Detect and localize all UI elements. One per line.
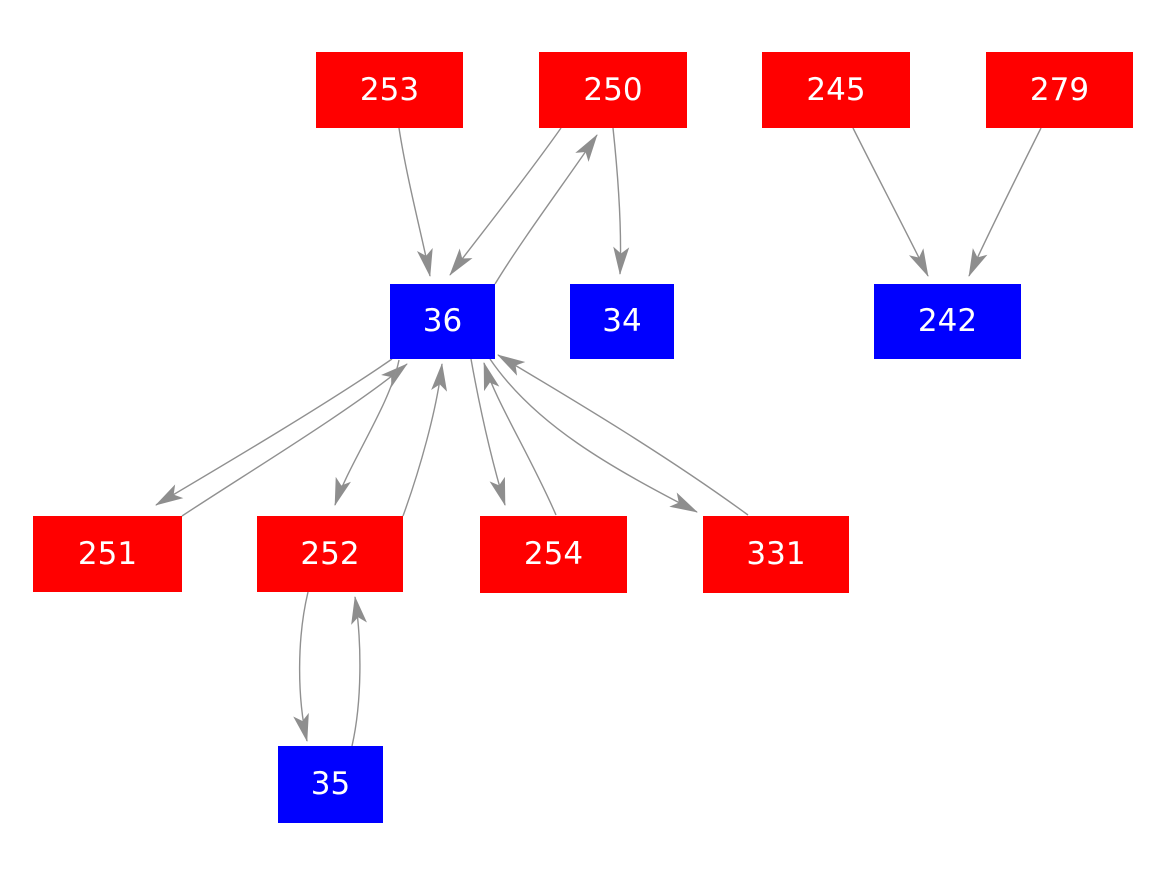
node-245: 245	[762, 52, 910, 128]
edge-253-36	[398, 127, 433, 277]
node-label: 36	[422, 303, 463, 339]
edge-252-35	[293, 591, 309, 742]
edge-279-242	[968, 127, 1042, 277]
edge-36-254	[470, 358, 506, 506]
edge-36-251	[155, 358, 393, 506]
node-label: 242	[917, 303, 978, 339]
node-label: 254	[523, 536, 584, 572]
node-34: 34	[570, 284, 674, 359]
node-label: 279	[1029, 71, 1090, 108]
edge-251-36	[181, 363, 408, 517]
node-label: 252	[300, 535, 360, 572]
node-35: 35	[278, 746, 383, 823]
node-251: 251	[33, 516, 182, 592]
node-250: 250	[539, 52, 687, 128]
edge-36-252	[334, 359, 400, 506]
node-254: 254	[480, 516, 627, 593]
edge-252-36	[402, 363, 448, 517]
node-label: 331	[746, 536, 806, 572]
node-36: 36	[390, 284, 495, 359]
edge-36-331	[489, 358, 698, 513]
node-279: 279	[986, 52, 1133, 128]
node-label: 34	[602, 303, 642, 339]
edge-254-36	[483, 362, 557, 516]
node-252: 252	[257, 516, 403, 592]
edge-250-34	[612, 127, 630, 275]
node-label: 253	[359, 71, 420, 108]
node-label: 35	[310, 766, 351, 802]
edge-250-36	[449, 127, 562, 276]
node-label: 251	[77, 535, 138, 572]
edge-245-242	[852, 127, 929, 277]
edge-36-250	[494, 134, 598, 285]
node-label: 245	[806, 71, 866, 108]
node-label: 250	[583, 71, 643, 108]
node-242: 242	[874, 284, 1021, 359]
node-331: 331	[703, 516, 849, 593]
edge-35-252	[351, 596, 367, 747]
edge-331-36	[497, 354, 749, 516]
node-253: 253	[316, 52, 463, 128]
